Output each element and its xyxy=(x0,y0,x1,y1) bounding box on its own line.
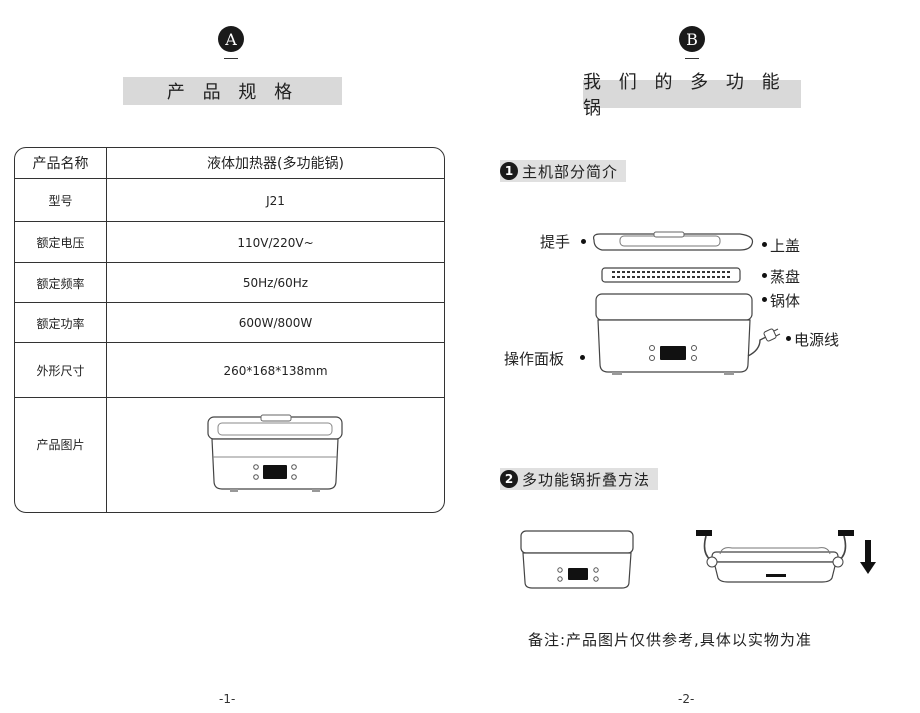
folded-pot-image xyxy=(520,530,634,589)
section1-number: 1 xyxy=(500,162,518,180)
spec-product-image xyxy=(107,398,444,512)
badge-b-underline xyxy=(685,58,699,59)
page-number-left: -1- xyxy=(219,692,236,706)
section2-heading: 2 多功能锅折叠方法 xyxy=(500,468,659,490)
spec-value: 110V/220V~ xyxy=(237,235,314,250)
spec-value: 600W/800W xyxy=(238,316,313,330)
callout-pot-body-dot xyxy=(762,297,767,302)
unfolding-pot-image xyxy=(696,530,876,583)
callout-lid: 上盖 xyxy=(770,237,801,255)
callout-steamer: 蒸盘 xyxy=(770,268,801,286)
spec-label: 额定电压 xyxy=(36,236,85,250)
spec-label: 产品图片 xyxy=(36,438,85,452)
spec-table-divider xyxy=(106,148,107,512)
section2-number: 2 xyxy=(500,470,518,488)
callout-steamer-dot xyxy=(762,273,767,278)
callout-control-panel-dot xyxy=(580,355,585,360)
spec-table: 产品名称 液体加热器(多功能锅) 型号 J21 额定电压 110V/220V~ … xyxy=(14,147,445,513)
spec-row: 产品图片 xyxy=(15,397,444,512)
callout-control-panel: 操作面板 xyxy=(504,350,565,368)
section-title-specs: 产 品 规 格 xyxy=(123,77,342,105)
spec-label: 额定频率 xyxy=(36,276,85,291)
callout-handle: 提手 xyxy=(540,233,571,251)
spec-row: 型号 J21 xyxy=(15,178,444,222)
exploded-diagram xyxy=(593,231,781,375)
callout-power-cord: 电源线 xyxy=(794,331,840,349)
spec-value: 50Hz/60Hz xyxy=(242,276,309,290)
callout-power-cord-dot xyxy=(786,336,791,341)
spec-row: 产品名称 液体加热器(多功能锅) xyxy=(15,148,444,178)
spec-label: 型号 xyxy=(48,194,73,208)
callout-lid-dot xyxy=(762,242,767,247)
spec-label: 产品名称 xyxy=(32,156,89,172)
section1-title: 主机部分简介 xyxy=(522,162,619,181)
spec-label: 外形尺寸 xyxy=(36,364,85,378)
callout-pot-body: 锅体 xyxy=(770,292,801,310)
spec-value: 260*168*138mm xyxy=(223,363,328,378)
section2-title: 多功能锅折叠方法 xyxy=(522,470,651,489)
badge-a: A xyxy=(218,26,244,52)
badge-b: B xyxy=(679,26,705,52)
badge-a-underline xyxy=(224,58,238,59)
spec-value: 液体加热器(多功能锅) xyxy=(207,156,344,172)
product-image xyxy=(206,414,343,492)
callout-handle-dot xyxy=(581,239,586,244)
note-text: 备注:产品图片仅供参考,具体以实物为准 xyxy=(528,631,812,649)
page-number-right: -2- xyxy=(678,692,695,706)
spec-label: 额定功率 xyxy=(36,316,85,331)
spec-row: 额定功率 600W/800W xyxy=(15,302,444,343)
spec-row: 额定频率 50Hz/60Hz xyxy=(15,262,444,303)
spec-row: 外形尺寸 260*168*138mm xyxy=(15,342,444,398)
section1-heading: 1 主机部分简介 xyxy=(500,160,627,182)
spec-value: J21 xyxy=(266,193,285,208)
spec-row: 额定电压 110V/220V~ xyxy=(15,221,444,263)
section-title-our-pot: 我 们 的 多 功 能 锅 xyxy=(583,72,801,119)
